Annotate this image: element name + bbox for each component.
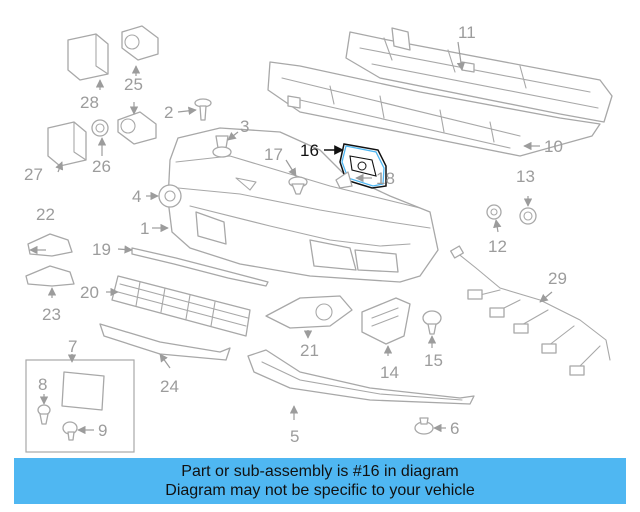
reinforcement-bar-part xyxy=(345,27,613,123)
callout-21: 21 xyxy=(300,341,319,360)
lower-molding-part xyxy=(99,323,231,361)
callout-26: 26 xyxy=(92,157,111,176)
callout-9: 9 xyxy=(98,421,107,440)
screw-part-2 xyxy=(194,98,212,121)
sensor-ring-part-4 xyxy=(158,184,182,208)
callout-17: 17 xyxy=(264,145,283,164)
license-bracket-kit-box xyxy=(25,359,135,453)
callout-13: 13 xyxy=(516,167,535,186)
callout-3: 3 xyxy=(240,117,249,136)
callout-22: 22 xyxy=(36,205,55,224)
fog-trim-part xyxy=(265,295,353,329)
energy-absorber-part xyxy=(267,61,601,157)
callout-5: 5 xyxy=(290,427,299,446)
callout-7: 7 xyxy=(68,337,77,356)
sensor-holder-part-28 xyxy=(67,33,109,81)
banner-line-1: Part or sub-assembly is #16 in diagram xyxy=(181,463,459,480)
push-pin-part-15 xyxy=(422,310,442,335)
fastener-part-17 xyxy=(288,176,308,195)
callout-20: 20 xyxy=(80,283,99,302)
rivet-part-3 xyxy=(212,135,232,158)
highlighted-bracket-part-16 xyxy=(339,143,387,189)
callout-6: 6 xyxy=(450,419,459,438)
callout-18: 18 xyxy=(376,169,395,188)
callout-11: 11 xyxy=(458,23,476,42)
info-banner: Part or sub-assembly is #16 in diagram D… xyxy=(14,458,626,504)
grommet-part-26 xyxy=(91,119,109,137)
callout-1: 1 xyxy=(140,219,149,238)
callout-4: 4 xyxy=(132,187,141,206)
callout-27: 27 xyxy=(24,165,43,184)
callout-19: 19 xyxy=(92,240,111,259)
grommet-part-13 xyxy=(519,207,537,225)
sensor-holder-part-27 xyxy=(47,121,87,167)
callout-15: 15 xyxy=(424,351,443,370)
banner-line-2: Diagram may not be specific to your vehi… xyxy=(165,482,475,499)
callout-28: 28 xyxy=(80,93,99,112)
bracket-part xyxy=(361,297,411,345)
callout-24: 24 xyxy=(160,377,179,396)
bumper-cover-part xyxy=(167,127,439,283)
callout-2: 2 xyxy=(164,103,173,122)
wiring-harness-part-29 xyxy=(450,245,611,376)
cover-part-22 xyxy=(27,233,73,257)
clip-part-18 xyxy=(335,171,353,189)
parts-diagram: 11 10 16 17 18 2 3 4 1 19 20 21 14 15 5 … xyxy=(24,23,613,453)
callout-16: 16 xyxy=(300,141,319,160)
screw-part-6 xyxy=(414,417,434,435)
callout-14: 14 xyxy=(380,363,399,382)
callout-10: 10 xyxy=(544,137,563,156)
callout-23: 23 xyxy=(42,305,61,324)
cover-part-23 xyxy=(25,265,75,287)
callout-8: 8 xyxy=(38,375,47,394)
callout-25: 25 xyxy=(124,75,143,94)
trim-strip-part xyxy=(131,247,269,287)
spoiler-part xyxy=(247,349,475,405)
callout-12: 12 xyxy=(488,237,507,256)
parking-sensor-part-25 xyxy=(117,25,159,145)
callout-29: 29 xyxy=(548,269,567,288)
lower-grille-part xyxy=(111,275,251,337)
screw-part-12 xyxy=(486,204,502,220)
